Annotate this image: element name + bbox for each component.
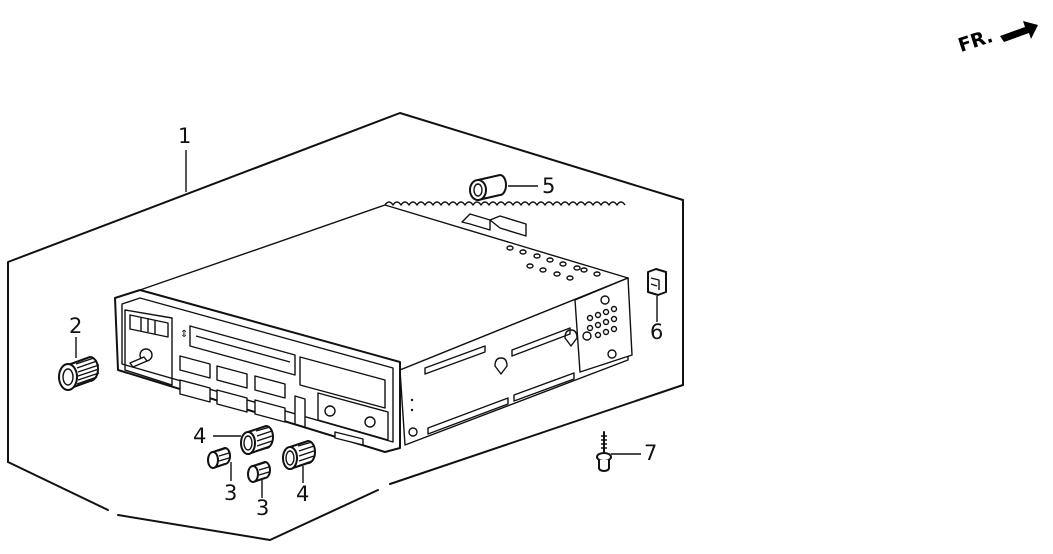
callout-6: 6 [650, 320, 664, 344]
knob-3a-icon [207, 447, 232, 481]
bulb-socket-5-icon [469, 174, 538, 201]
radio-unit: ⇕ [114, 201, 633, 453]
callout-1: 1 [178, 124, 192, 148]
front-arrow-icon [1000, 21, 1038, 42]
svg-text:⇕: ⇕ [180, 329, 188, 340]
callout-7: 7 [644, 441, 658, 465]
assembly-boundary [7, 112, 684, 541]
callout-4b: 4 [296, 482, 310, 506]
callout-3a: 3 [224, 481, 238, 505]
knob-4a-icon [213, 425, 274, 455]
knob-2-icon [58, 337, 100, 391]
knob-4b-icon [282, 440, 316, 483]
callout-2: 2 [69, 314, 83, 338]
callout-5: 5 [542, 174, 556, 198]
connector-6-icon [647, 268, 667, 322]
screw-7-icon [596, 431, 641, 472]
callout-3b: 3 [256, 496, 270, 520]
callout-4a: 4 [193, 424, 207, 448]
knob-3b-icon [247, 461, 271, 498]
